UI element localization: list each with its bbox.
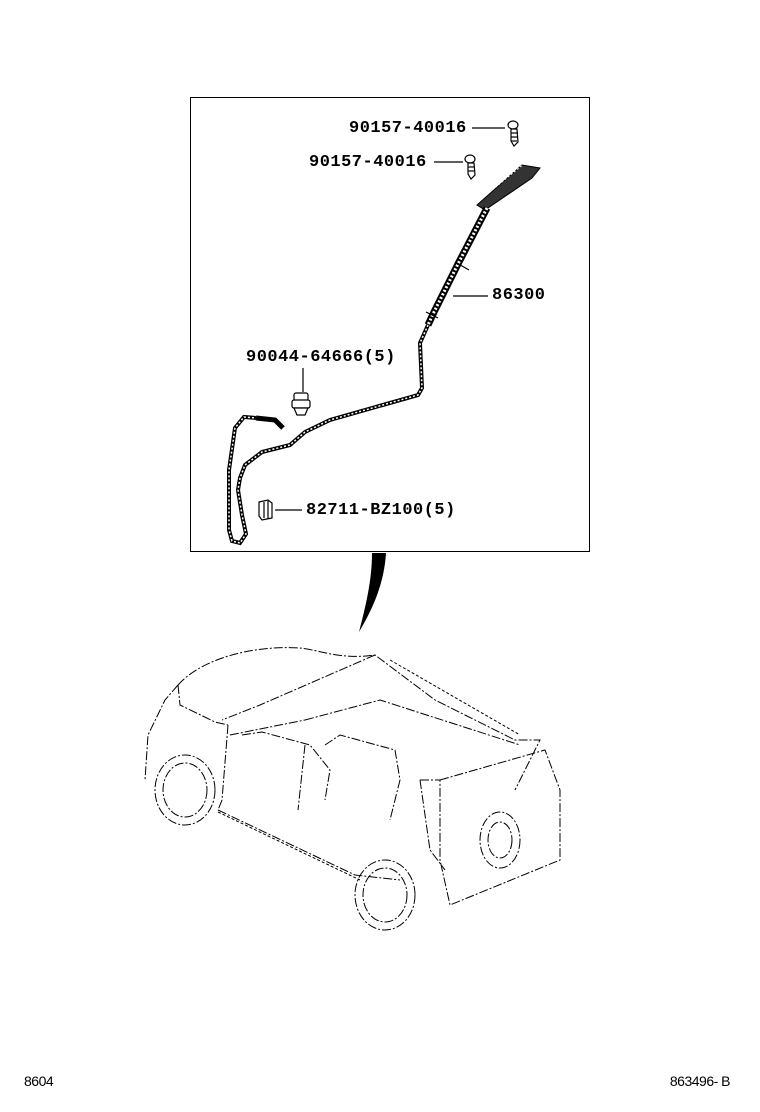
vehicle-illustration	[144, 647, 561, 931]
part-label-antenna[interactable]: 86300	[492, 286, 546, 305]
clamp-icon	[258, 499, 273, 521]
footer-right-code: 863496- B	[669, 1073, 731, 1089]
part-label-clamp[interactable]: 82711-BZ100(5)	[306, 501, 456, 520]
clip-icon	[291, 392, 311, 416]
antenna-base-icon	[476, 162, 541, 211]
part-label-clip[interactable]: 90044-64666(5)	[246, 348, 396, 367]
screw-upper-icon	[507, 120, 519, 147]
screw-lower-icon	[464, 154, 476, 180]
part-label-screw-lower[interactable]: 90157-40016	[309, 153, 427, 172]
detail-frame	[190, 97, 590, 552]
part-label-screw-upper[interactable]: 90157-40016	[349, 119, 467, 138]
pointer-arrow	[359, 553, 386, 632]
footer-left-code: 8604	[24, 1073, 54, 1089]
antenna-cable	[227, 206, 491, 546]
